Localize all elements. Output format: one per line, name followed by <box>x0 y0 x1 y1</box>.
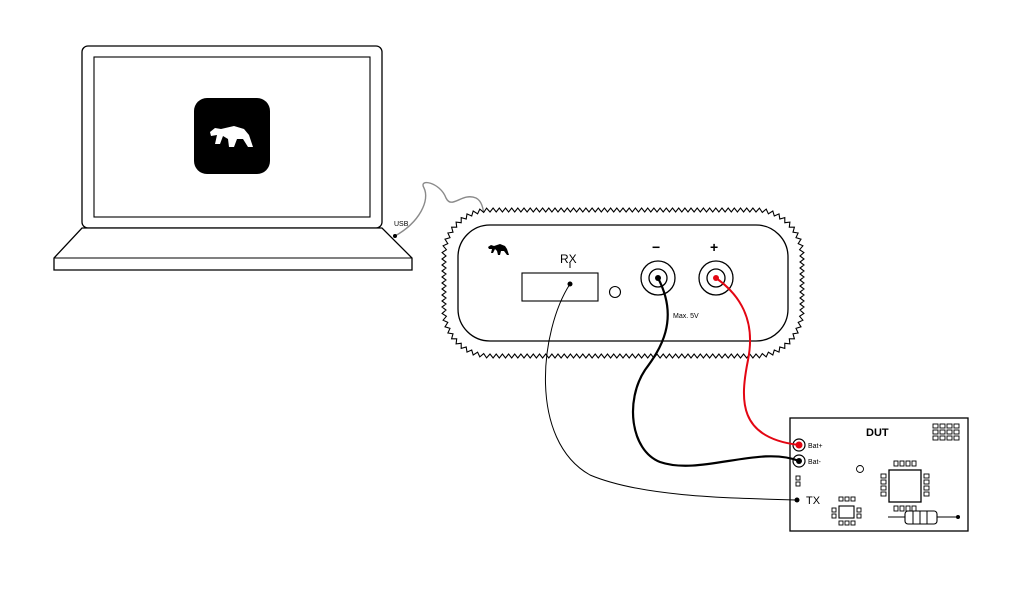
rx-port-slot[interactable] <box>521 272 599 302</box>
device-logo <box>488 244 509 255</box>
small-ic-component <box>831 496 862 526</box>
pin-header-top-right <box>932 423 960 441</box>
resistor-component <box>888 510 960 525</box>
small-pads-left <box>795 475 801 487</box>
bat-minus-label: Bat- <box>808 459 822 466</box>
bat-plus-label: Bat+ <box>808 443 823 450</box>
max-voltage-label: Max. 5V <box>673 313 699 320</box>
positive-wire <box>715 277 800 446</box>
microcontroller-chip <box>880 460 930 512</box>
rx-label: RX <box>560 252 577 266</box>
dut-title: DUT <box>866 427 889 439</box>
dut-board: DUT <box>789 417 969 532</box>
usb-cable-wire <box>394 181 485 237</box>
device-body <box>457 224 789 342</box>
app-icon[interactable] <box>194 98 270 174</box>
laptop-base <box>53 227 413 271</box>
positive-wire-plug <box>713 275 719 281</box>
polar-bear-logo-icon <box>210 126 253 147</box>
status-led <box>608 285 622 299</box>
minus-label: − <box>652 239 660 255</box>
usb-label: USB <box>394 221 409 228</box>
laptop <box>53 45 413 271</box>
polar-bear-logo-icon <box>488 244 509 255</box>
negative-wire-plug <box>655 275 661 281</box>
plus-label: + <box>710 239 718 255</box>
tx-label: TX <box>806 495 821 507</box>
usb-port <box>393 234 397 238</box>
wires <box>545 275 800 501</box>
usb-cable: USB <box>393 181 485 238</box>
negative-wire <box>631 277 800 467</box>
small-hole <box>856 465 864 473</box>
rx-tx-wire <box>545 283 798 501</box>
rx-pin[interactable] <box>567 281 573 287</box>
